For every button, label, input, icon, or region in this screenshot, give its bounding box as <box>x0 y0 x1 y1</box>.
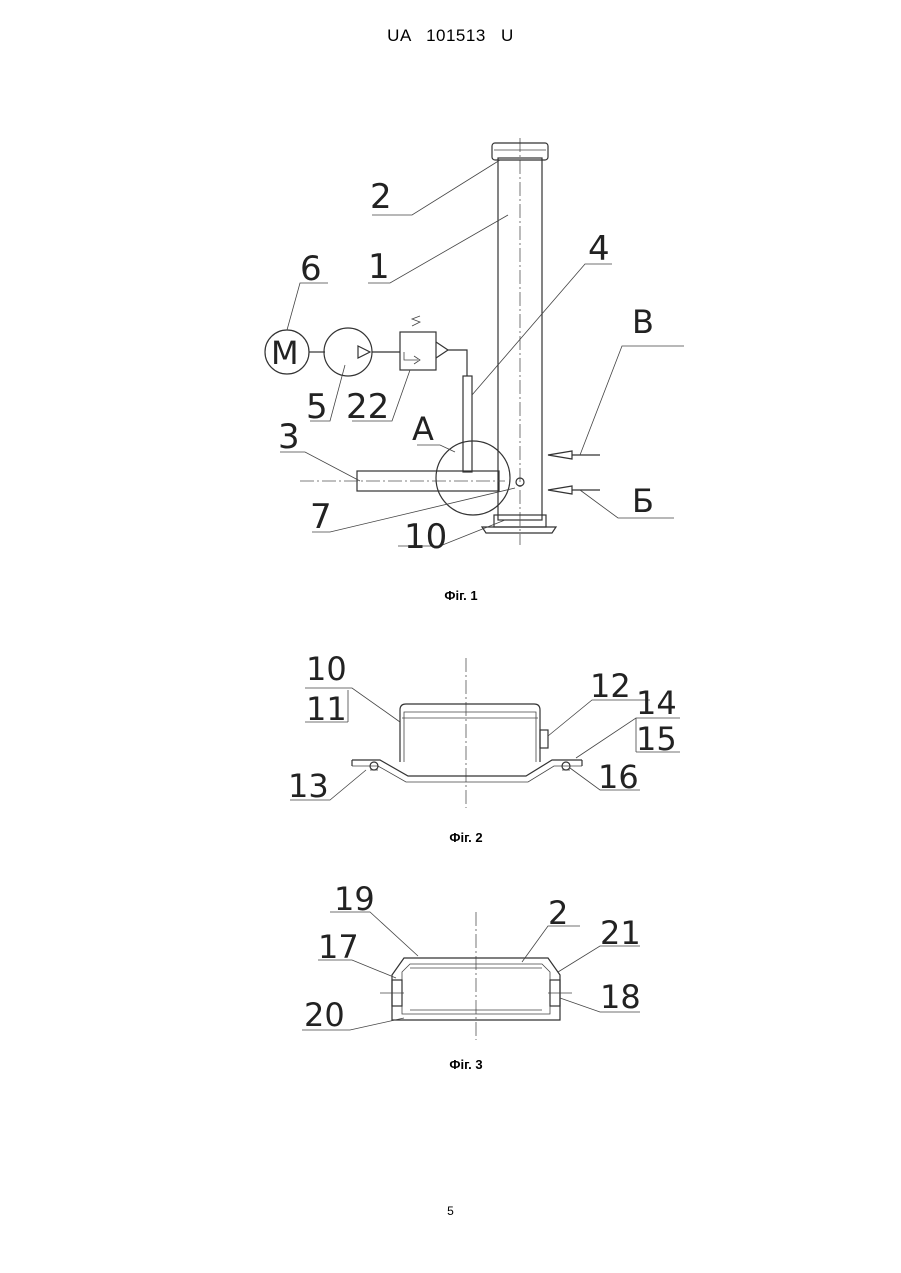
label-2: 2 <box>548 894 568 932</box>
label-17: 17 <box>318 928 359 966</box>
figure-3-caption: Фіг. 3 <box>366 1057 566 1072</box>
label-18: 18 <box>600 978 641 1016</box>
label-21: 21 <box>600 914 641 952</box>
end-cap-assembly <box>380 912 572 1040</box>
page-number: 5 <box>0 1204 901 1218</box>
label-19: 19 <box>334 880 375 918</box>
label-20: 20 <box>304 996 345 1034</box>
